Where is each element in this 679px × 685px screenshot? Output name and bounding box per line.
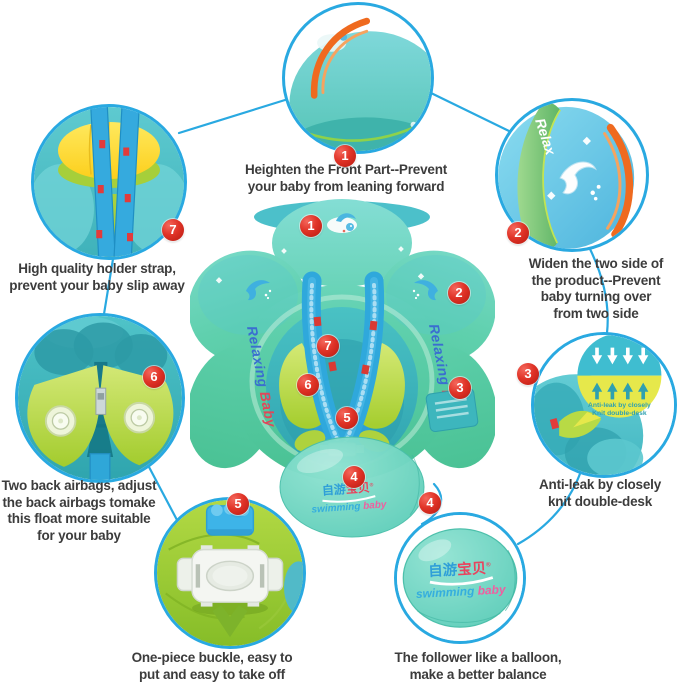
caption-line: baby turning over bbox=[540, 289, 652, 304]
balloon bbox=[402, 528, 518, 628]
main-product-image: Relaxing Baby Relaxing Baby 自游宝贝® bbox=[186, 195, 498, 545]
product-badge-4: 4 bbox=[343, 466, 365, 488]
anti-leak-inset-bubble: Anti-leak by closely Knit double-desk bbox=[573, 335, 662, 428]
caption-line: Heighten the Front Part--Prevent bbox=[244, 162, 448, 177]
feature-badge-3: 3 bbox=[517, 363, 539, 385]
caption-line: prevent your baby slip away bbox=[9, 277, 185, 293]
caption-line: High quality holder strap, bbox=[18, 261, 176, 276]
line-left-middle-to-bottom-center bbox=[147, 465, 179, 522]
line-top-center-to-top-right bbox=[429, 91, 511, 133]
caption-line: the product--Prevent bbox=[531, 272, 661, 288]
product-badge-7: 7 bbox=[317, 335, 339, 357]
feature-badge-2: 2 bbox=[507, 222, 529, 244]
feature-badge-4: 4 bbox=[419, 492, 441, 514]
line-top-center-to-top-left bbox=[177, 98, 287, 135]
caption-line: your baby from leaning forward bbox=[247, 178, 445, 194]
callout-photo-holder-strap bbox=[31, 104, 187, 260]
svg-text:自游宝贝®: 自游宝贝® bbox=[428, 559, 492, 580]
caption-line: Anti-leak by closely bbox=[538, 477, 662, 492]
callout-photo-front-part bbox=[282, 2, 434, 154]
product-badge-5: 5 bbox=[336, 407, 358, 429]
caption-line: the back airbags tomake bbox=[2, 494, 156, 510]
feature-badge-5: 5 bbox=[227, 493, 249, 515]
feature-caption-6: Two back airbags, adjust the back airbag… bbox=[0, 478, 174, 544]
feature-caption-7: High quality holder strap, prevent your … bbox=[0, 261, 197, 294]
caption-line: The follower like a balloon, bbox=[394, 650, 562, 665]
product-badge-2: 2 bbox=[448, 282, 470, 304]
feature-caption-4: The follower like a balloon, make a bett… bbox=[363, 650, 593, 683]
dolphin-icon-right bbox=[412, 280, 438, 301]
line-right-middle-to-bottom-right bbox=[516, 469, 583, 546]
line-top-left-to-left-middle bbox=[102, 257, 115, 316]
product-badge-3: 3 bbox=[449, 377, 471, 399]
line-top-right-to-right-middle bbox=[588, 247, 609, 335]
orange-swoosh-icon bbox=[310, 17, 371, 99]
caption-line: this float more suitable bbox=[7, 511, 151, 526]
product-badge-1: 1 bbox=[300, 215, 322, 237]
dolphin-icon bbox=[559, 161, 601, 201]
feature-caption-1: Heighten the Front Part--Prevent your ba… bbox=[226, 162, 466, 195]
caption-line: make a better balance bbox=[409, 666, 547, 682]
holder-straps bbox=[90, 107, 140, 257]
feature-badge-7: 7 bbox=[162, 219, 184, 241]
caption-line: for your baby bbox=[37, 527, 121, 543]
orange-swoosh-icon bbox=[603, 123, 634, 238]
whale-icon bbox=[327, 213, 357, 233]
strap-clip bbox=[95, 387, 107, 415]
feature-caption-2: Widen the two side of the product--Preve… bbox=[511, 256, 679, 322]
balloon-logo: 自游宝贝® swimming baby bbox=[416, 559, 508, 601]
caption-line: One-piece buckle, easy to bbox=[131, 650, 293, 665]
feature-caption-3: Anti-leak by closely knit double-desk bbox=[515, 477, 679, 510]
one-piece-buckle bbox=[176, 545, 284, 607]
callout-photo-buckle bbox=[154, 497, 306, 649]
inset-text-line2: Knit double-desk bbox=[592, 410, 647, 417]
caption-line: knit double-desk bbox=[547, 493, 653, 509]
caption-line: Widen the two side of bbox=[528, 256, 664, 271]
airbag-valve-left bbox=[44, 405, 77, 437]
callout-photo-side-view: Relax bbox=[495, 98, 649, 252]
callout-photo-anti-leak: Anti-leak by closely Knit double-desk bbox=[531, 332, 677, 478]
product-badge-6: 6 bbox=[297, 374, 319, 396]
feature-caption-5: One-piece buckle, easy to put and easy t… bbox=[102, 650, 322, 683]
dolphin-icon-left bbox=[246, 280, 272, 301]
label-patch bbox=[425, 387, 479, 433]
svg-text:swimming baby: swimming baby bbox=[311, 499, 387, 515]
caption-line: from two side bbox=[553, 305, 639, 321]
caption-line: put and easy to take off bbox=[139, 666, 285, 682]
strap-tags bbox=[313, 316, 378, 375]
caption-line: Two back airbags, adjust bbox=[1, 478, 157, 493]
callout-photo-back-airbags bbox=[15, 313, 185, 483]
svg-text:swimming baby: swimming baby bbox=[416, 582, 508, 601]
callout-photo-balloon: 自游宝贝® swimming baby bbox=[394, 512, 526, 644]
inset-text-line1: Anti-leak by closely bbox=[588, 402, 651, 409]
green-strap bbox=[212, 605, 248, 638]
feature-badge-6: 6 bbox=[143, 366, 165, 388]
feature-badge-1: 1 bbox=[334, 145, 356, 167]
bottom-strap bbox=[89, 453, 111, 480]
airbag-valve-right bbox=[123, 401, 156, 434]
